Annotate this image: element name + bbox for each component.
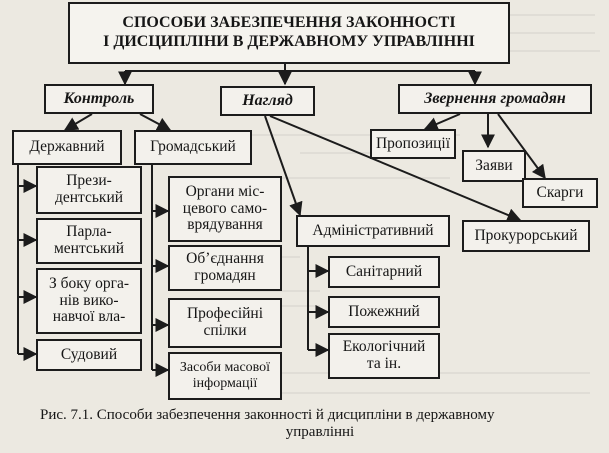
figure-caption: Рис. 7.1. Способи забезпечення законност… (40, 407, 600, 441)
supervision-type-prosecutorial: Прокурорський (462, 220, 590, 252)
arrow-control-to-state (63, 113, 93, 131)
public-control-mass-media: Засоби масової інформації (168, 352, 282, 400)
method-supervision: Нагляд (220, 86, 315, 116)
diagram-title-line-2: І ДИСЦИПЛІНИ В ДЕРЖАВНОМУ УПРАВЛІННІ (103, 33, 475, 50)
appeal-type-proposals: Пропозиції (370, 129, 456, 159)
appeal-type-complaints: Скарги (522, 178, 598, 208)
arrow-appeals-to-proposals (423, 113, 461, 131)
method-control: Контроль (44, 84, 154, 114)
state-control-executive: З боку орга- нів вико- навчої вла- (36, 268, 142, 334)
arrow-supervision-to-prosecutorial (269, 115, 522, 222)
arrow-supervision-to-administrative (264, 115, 303, 217)
public-control-local-self-government: Органи міс- цевого само- врядування (168, 176, 282, 242)
arrow-appeals-to-complaints (497, 113, 546, 180)
administrative-supervision-ecological: Екологічний та ін. (328, 333, 440, 379)
control-type-public: Громадський (134, 130, 252, 165)
appeal-type-statements: Заяви (462, 150, 526, 182)
public-control-trade-unions: Професійні спілки (168, 298, 282, 348)
supervision-type-administrative: Адміністративний (296, 215, 450, 247)
diagram-title-box: СПОСОБИ ЗАБЕЗПЕЧЕННЯ ЗАКОННОСТІ І ДИСЦИП… (68, 2, 510, 64)
diagram-title-line-1: СПОСОБИ ЗАБЕЗПЕЧЕННЯ ЗАКОННОСТІ (122, 14, 456, 32)
figure-caption-line-1: Рис. 7.1. Способи забезпечення законност… (40, 407, 495, 423)
arrow-control-to-public (139, 113, 172, 131)
state-control-parliamentary: Парла- ментський (36, 218, 142, 264)
figure-caption-line-2: управлінні (285, 424, 355, 440)
administrative-supervision-sanitary: Санітарний (328, 256, 440, 288)
state-control-judicial: Судовий (36, 339, 142, 371)
state-control-presidential: Прези- дентський (36, 166, 142, 214)
method-appeals: Звернення громадян (398, 84, 592, 114)
control-type-state: Державний (12, 130, 122, 165)
public-control-associations: Об’єднання громадян (168, 245, 282, 291)
administrative-supervision-fire: Пожежний (328, 296, 440, 328)
